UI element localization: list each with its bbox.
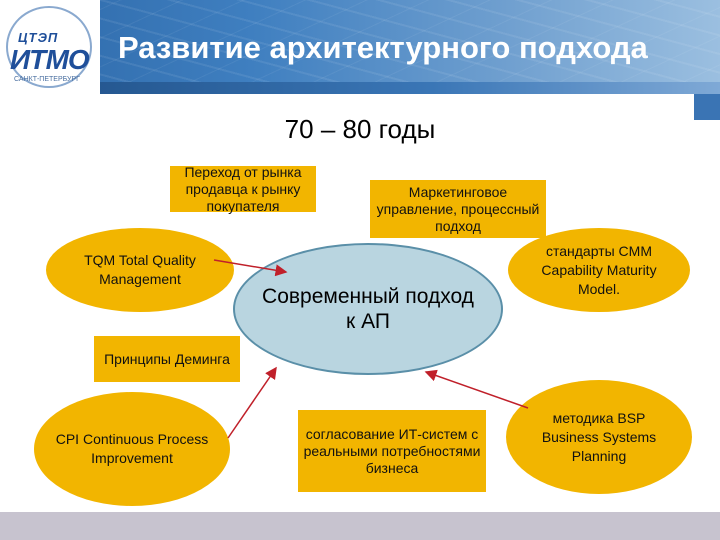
oval-cmm: стандарты CMM Capability Maturity Model. xyxy=(508,228,690,312)
corner-accent xyxy=(694,94,720,120)
box-market-shift: Переход от рынка продавца к рынку покупа… xyxy=(170,164,316,214)
arrow-cpi-to-center xyxy=(227,366,277,439)
arrow-bsp-to-center xyxy=(424,369,529,409)
oval-tqm: TQM Total Quality Management xyxy=(46,228,234,312)
slide-subtitle: 70 – 80 годы xyxy=(284,114,436,144)
box-it-alignment: согласование ИТ-систем с реальными потре… xyxy=(298,410,486,492)
header-pattern xyxy=(100,0,720,94)
box-deming: Принципы Деминга xyxy=(94,336,240,382)
slide-title: Развитие архитектурного подхода xyxy=(118,30,648,65)
itmo-logo: ЦТЭП ИТМО САНКТ-ПЕТЕРБУРГ xyxy=(0,0,100,94)
oval-bsp: методика BSP Business Systems Planning xyxy=(506,380,692,494)
logo-itmo: ИТМО xyxy=(10,44,90,75)
footer-bar xyxy=(0,512,720,540)
arrow-tqm-to-center xyxy=(213,259,288,277)
box-marketing-management: Маркетинговое управление, процессный под… xyxy=(370,180,546,238)
logo-ctep: ЦТЭП xyxy=(18,30,59,45)
oval-cpi: CPI Continuous Process Improvement xyxy=(34,392,230,506)
header-strip xyxy=(0,82,720,94)
header-banner xyxy=(0,0,720,94)
logo-city: САНКТ-ПЕТЕРБУРГ xyxy=(14,76,80,83)
logo-seal xyxy=(6,6,92,88)
